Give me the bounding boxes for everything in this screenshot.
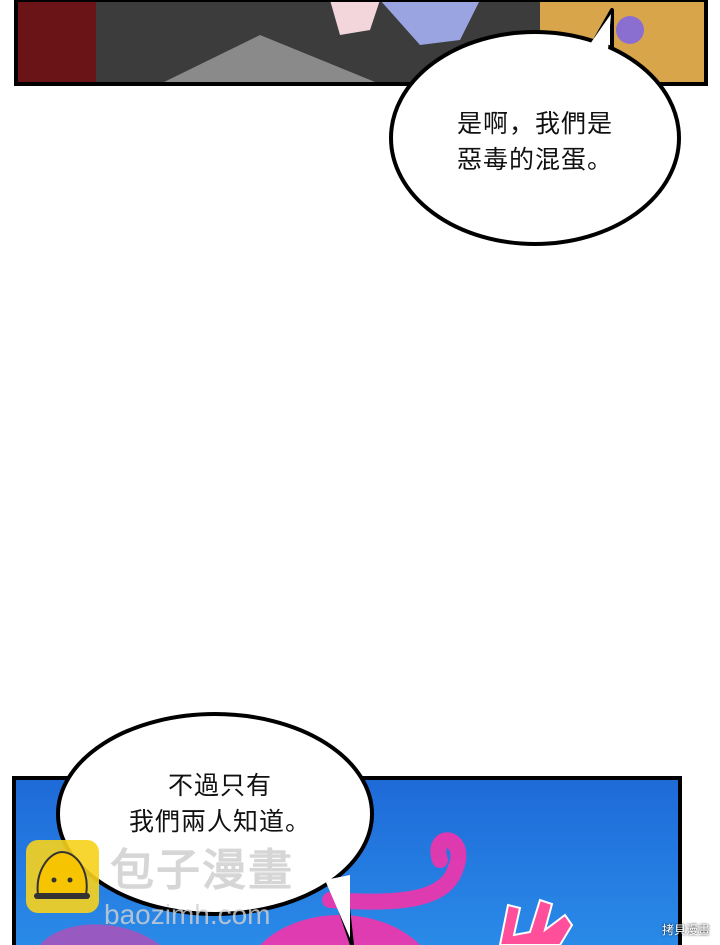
watermark-corner: 拷貝漫畫 (661, 923, 710, 937)
sound-effect-lettering (498, 898, 574, 945)
speech-bubble-bottom (56, 712, 374, 945)
watermark-site-en: baozimh.com (104, 899, 271, 930)
watermark-site-cn: 包子漫畫 (110, 845, 294, 896)
speech-bubble-top (389, 8, 681, 246)
speech-text-top: 是啊，我們是 惡毒的混蛋。 (456, 109, 613, 174)
speech-text-bottom: 不過只有 我們兩人知道。 (128, 771, 311, 836)
baozi-logo (26, 840, 99, 913)
